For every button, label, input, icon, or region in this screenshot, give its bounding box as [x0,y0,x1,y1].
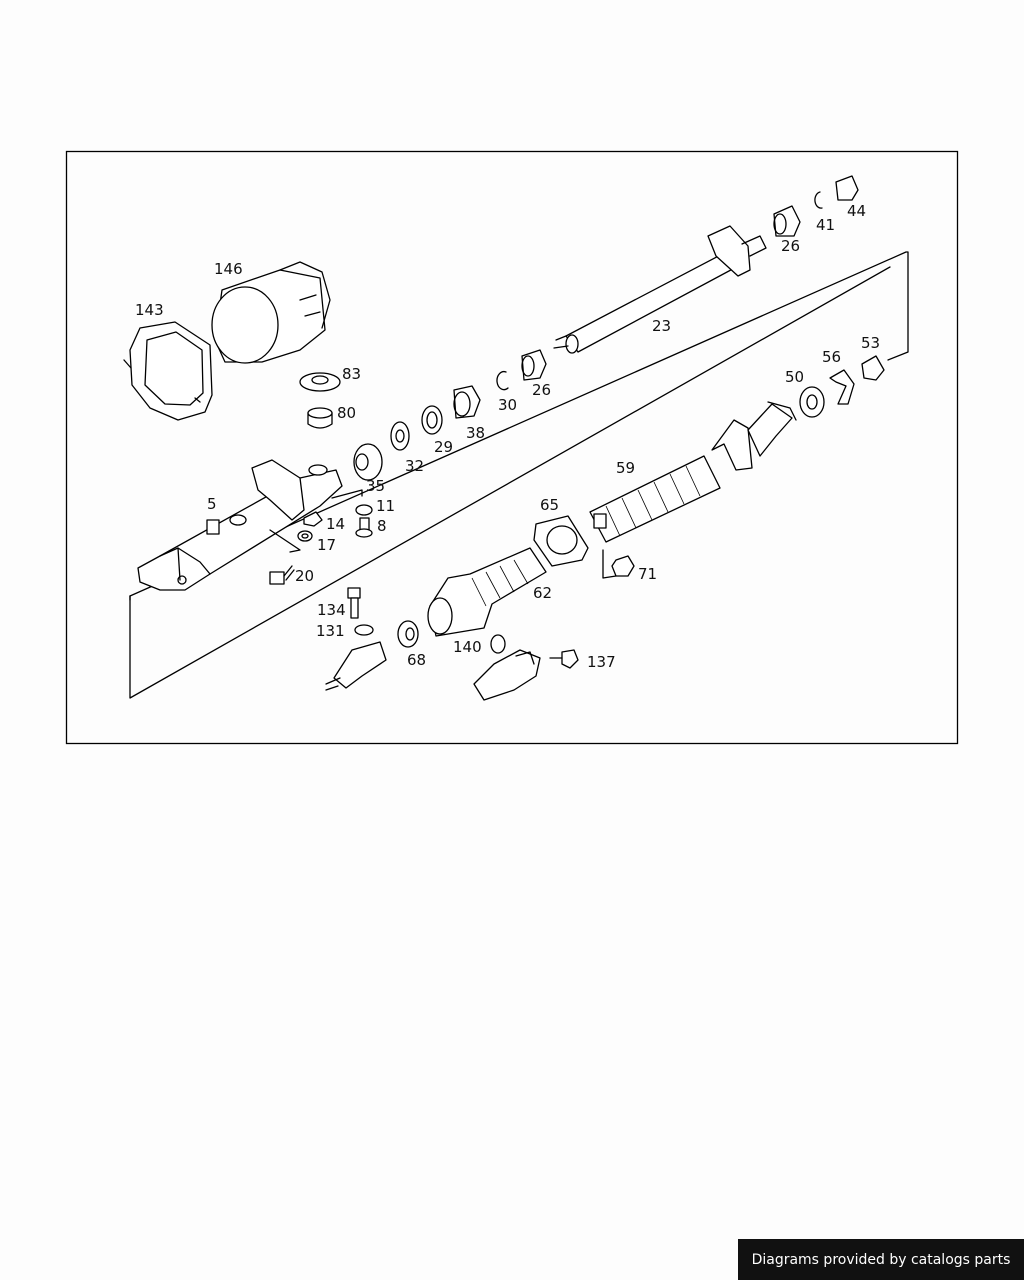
part-140-nut [490,634,506,654]
part-80-knob [307,407,333,429]
part-32-plate [390,421,410,451]
callout-44: 44 [847,202,866,220]
part-lower-joint-right [473,649,541,701]
callout-17: 17 [317,536,336,554]
callout-30: 30 [498,396,517,414]
part-143-bezel [123,321,213,421]
leader-35-11 [331,489,363,499]
part-134-bolt [347,587,361,619]
part-44-cap [835,175,859,201]
part-62-bellows [427,547,547,637]
part-23-shaft [553,225,767,354]
attribution-footer: Diagrams provided by catalogs parts [738,1239,1024,1280]
callout-68: 68 [407,651,426,669]
inner-assembly-line [129,251,909,597]
part-26-upper-bushing [773,205,801,237]
part-50-nut [799,386,825,418]
callout-83: 83 [342,365,361,383]
callout-32: 32 [405,457,424,475]
part-35-bearing [353,443,383,481]
part-146-cover [211,261,331,364]
callout-140: 140 [453,638,482,656]
callout-53: 53 [861,334,880,352]
callout-137: 137 [587,653,616,671]
callout-26-lower: 26 [532,381,551,399]
part-26-lower-bushing [521,349,547,381]
callout-65: 65 [540,496,559,514]
callout-146: 146 [214,260,243,278]
callout-131: 131 [316,622,345,640]
part-41-clip [814,191,823,209]
callout-35: 35 [366,477,385,495]
callout-50: 50 [785,368,804,386]
part-68-bushing [397,620,419,648]
leader-71 [602,549,617,579]
callout-5: 5 [207,495,217,513]
callout-23: 23 [652,317,671,335]
callout-14: 14 [326,515,345,533]
part-8-bolt [355,517,373,538]
diagram-frame [65,150,959,745]
callout-26-upper: 26 [781,237,800,255]
callout-134: 134 [317,601,346,619]
callout-71: 71 [638,565,657,583]
callout-41: 41 [816,216,835,234]
callout-59: 59 [616,459,635,477]
callout-8: 8 [377,517,387,535]
callout-143: 143 [135,301,164,319]
part-65-gasket [533,515,589,567]
part-71-nut [611,555,635,577]
part-38-bushing [453,385,481,419]
part-5-column-tube [137,459,343,591]
part-131-washer [354,624,374,636]
part-11-nut [355,504,373,516]
part-30-clip [496,370,509,391]
part-lower-joint-left [325,641,387,691]
callout-56: 56 [822,348,841,366]
part-59-bellows-joint [589,401,797,543]
part-29-washer [421,405,443,435]
part-20-bolt [269,565,295,585]
part-53-clip [861,355,885,381]
part-56-clamp [829,369,855,405]
part-83-gear-plate [299,372,341,392]
callout-80: 80 [337,404,356,422]
callout-38: 38 [466,424,485,442]
part-17-washer [297,530,313,542]
assembly-bracket [129,266,891,699]
callout-20: 20 [295,567,314,585]
part-137-bolt [549,649,579,669]
callout-11: 11 [376,497,395,515]
part-14-block [303,511,323,527]
callout-62: 62 [533,584,552,602]
callout-29: 29 [434,438,453,456]
